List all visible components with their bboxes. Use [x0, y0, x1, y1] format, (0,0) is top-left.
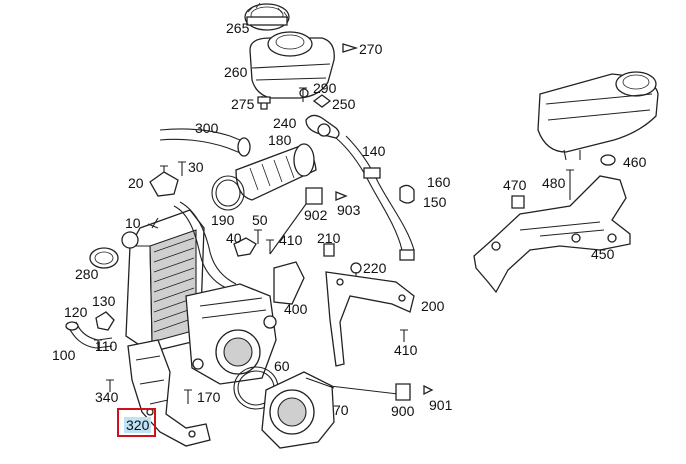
reservoir-cap-drawing	[244, 2, 290, 31]
callout-320-selected[interactable]: 320	[124, 417, 152, 433]
callout-275[interactable]: 275	[231, 96, 255, 112]
callout-480[interactable]: 480	[542, 175, 566, 191]
callout-270[interactable]: 270	[359, 41, 383, 57]
callout-190[interactable]: 190	[211, 212, 235, 228]
callout-470[interactable]: 470	[503, 177, 527, 193]
callout-300[interactable]: 300	[195, 120, 219, 136]
callout-240[interactable]: 240	[273, 115, 297, 131]
callout-210[interactable]: 210	[317, 230, 341, 246]
callout-460[interactable]: 460	[623, 154, 647, 170]
charge-hose-drawing	[235, 143, 317, 201]
bracket-200-drawing	[325, 271, 415, 367]
bracket-320-drawing	[127, 339, 211, 447]
callout-120[interactable]: 120	[64, 304, 88, 320]
throttle-valve-drawing	[261, 371, 335, 449]
callout-220[interactable]: 220	[363, 260, 387, 276]
expansion-tank-drawing	[537, 71, 659, 161]
callout-20[interactable]: 20	[128, 175, 144, 191]
callout-100[interactable]: 100	[52, 347, 76, 363]
bracket-450-drawing	[473, 175, 631, 294]
callout-900[interactable]: 900	[391, 403, 415, 419]
selection-highlight-box	[117, 408, 156, 437]
callout-260[interactable]: 260	[224, 64, 248, 80]
callout-30[interactable]: 30	[188, 159, 204, 175]
throttle-body-drawing	[185, 283, 277, 385]
callout-180[interactable]: 180	[268, 132, 292, 148]
callout-250[interactable]: 250	[332, 96, 356, 112]
callout-170[interactable]: 170	[197, 389, 221, 405]
callout-130[interactable]: 130	[92, 293, 116, 309]
callout-280[interactable]: 280	[75, 266, 99, 282]
callout-70[interactable]: 70	[333, 402, 349, 418]
callout-140[interactable]: 140	[362, 143, 386, 159]
callout-40[interactable]: 40	[226, 230, 242, 246]
callout-50[interactable]: 50	[252, 212, 268, 228]
callout-902[interactable]: 902	[304, 207, 328, 223]
callout-410-upper[interactable]: 410	[279, 232, 303, 248]
callout-10[interactable]: 10	[125, 215, 141, 231]
callout-903[interactable]: 903	[337, 202, 361, 218]
callout-410-lower[interactable]: 410	[394, 342, 418, 358]
callout-265[interactable]: 265	[226, 20, 250, 36]
callout-450[interactable]: 450	[591, 246, 615, 262]
callout-340[interactable]: 340	[95, 389, 119, 405]
callout-400[interactable]: 400	[284, 301, 308, 317]
callout-110[interactable]: 110	[95, 338, 118, 354]
callout-901[interactable]: 901	[429, 397, 453, 413]
callout-290[interactable]: 290	[313, 80, 337, 96]
reservoir-drawing	[249, 31, 335, 104]
callout-160[interactable]: 160	[427, 174, 451, 190]
callout-200[interactable]: 200	[421, 298, 445, 314]
callout-150[interactable]: 150	[423, 194, 447, 210]
callout-60[interactable]: 60	[274, 358, 290, 374]
